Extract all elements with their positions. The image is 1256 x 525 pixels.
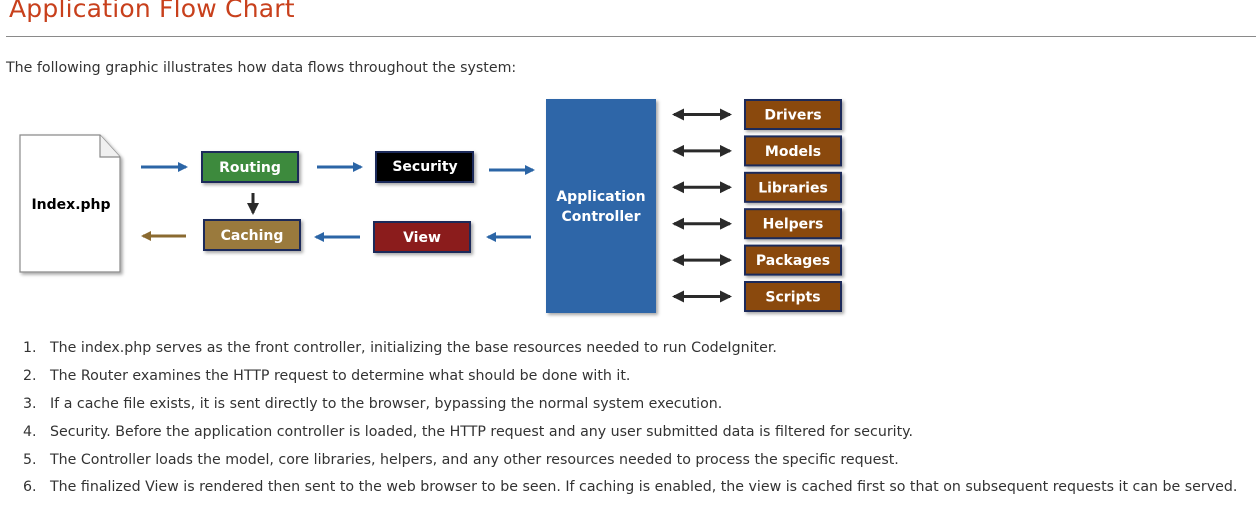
view-label: View [403,230,441,246]
list-item: 6. The finalized View is rendered then se… [20,479,1256,496]
scripts-box [744,281,842,312]
routing-label: Routing [219,160,281,176]
list-item: 4. Security. Before the application contr… [20,423,1256,441]
step-number: 4. [23,424,37,440]
drivers-box [744,99,842,130]
security-label: Security [392,159,457,175]
drivers-label: Drivers [764,108,821,124]
list-item: 2. The Router examines the HTTP request t… [20,367,1256,385]
models-box [744,135,842,167]
application-controller-box [546,99,656,313]
intro-text: The following graphic illustrates how da… [6,60,517,76]
step-text: If a cache file exists, it is sent direc… [50,396,723,412]
steps-list: 1. The index.php serves as the front cont… [20,339,1256,506]
helpers-label: Helpers [763,217,824,233]
controller-label-line2: Controller [561,209,640,225]
step-number: 6. [23,479,37,495]
security-box [375,151,474,183]
libraries-label: Libraries [758,180,828,196]
helpers-box [744,208,842,240]
page-title: Application Flow Chart [9,0,295,23]
step-number: 5. [23,452,37,468]
view-box [373,221,471,253]
packages-label: Packages [756,253,830,269]
controller-label-line1: Application [556,189,645,205]
caching-label: Caching [221,228,284,244]
models-label: Models [765,144,821,160]
step-number: 2. [23,368,37,384]
step-number: 1. [23,340,37,356]
step-text: The finalized View is rendered then sent… [50,479,1238,495]
title-divider [6,36,1256,37]
step-number: 3. [23,396,37,412]
step-text: Security. Before the application control… [50,424,914,440]
caching-box [203,219,301,251]
step-text: The Router examines the HTTP request to … [50,368,631,384]
packages-box [744,244,842,276]
libraries-box [744,171,842,203]
list-item: 5. The Controller loads the model, core l… [20,451,1256,469]
routing-box [201,151,299,183]
scripts-label: Scripts [765,290,820,306]
list-item: 1. The index.php serves as the front cont… [20,339,1256,357]
list-item: 3. If a cache file exists, it is sent dir… [20,395,1256,413]
step-text: The Controller loads the model, core lib… [50,452,899,468]
resources-group: DriversModelsLibrariesHelpersPackagesScr… [672,99,842,312]
index-php-document [19,134,121,273]
index-php-label: Index.php [31,197,110,213]
step-text: The index.php serves as the front contro… [50,340,777,356]
